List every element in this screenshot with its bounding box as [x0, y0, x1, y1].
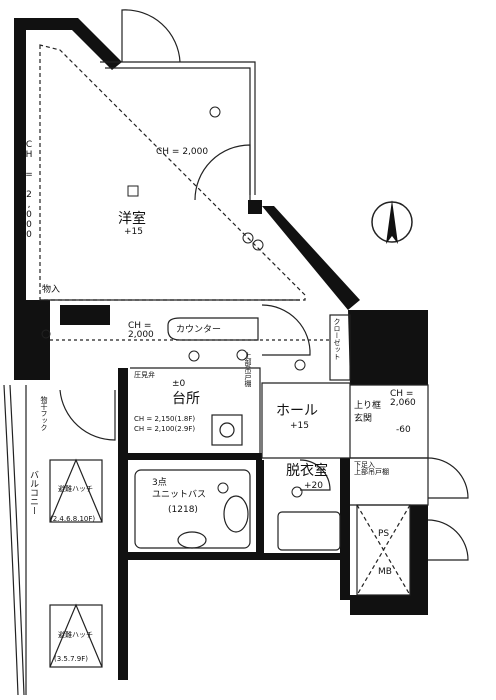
- ps-mb-box: [356, 504, 411, 596]
- toilet: [223, 495, 249, 533]
- door-arc-right: [194, 144, 251, 201]
- label-pressure-valve: 圧見弁: [134, 371, 155, 379]
- door-arc-entrance: [427, 457, 469, 499]
- room-level-entrance: -60: [396, 425, 411, 435]
- label-counter: カウンター: [176, 325, 222, 335]
- bath-size: (1218): [168, 505, 198, 515]
- wall-dressing-bottom: [264, 553, 350, 560]
- closet: [329, 314, 351, 381]
- room-name-bath: 3点 ユニットバス: [152, 478, 207, 500]
- wall-kitchen-left: [118, 368, 128, 453]
- room-name-kitchen: 台所: [172, 391, 200, 407]
- wall-ps-bottom: [350, 595, 428, 615]
- door-arc-ps: [427, 519, 469, 561]
- ceiling-height-entrance: CH = 2,060: [390, 389, 416, 408]
- door-arc-top: [121, 9, 181, 63]
- label-hatch-2: 避難ハッチ: [58, 631, 93, 639]
- room-level-hall: +15: [290, 421, 309, 431]
- wall-storage: [60, 305, 110, 325]
- ceiling-height-western-left: CH = 2,000: [24, 140, 34, 240]
- room-name-dressing: 脱衣室: [286, 463, 328, 479]
- room-dashed-boundary: [39, 44, 306, 301]
- kitchen-outline: [130, 367, 261, 453]
- ceiling-height-western: CH = 2,000: [156, 147, 209, 157]
- fixture-icons: [41, 106, 306, 498]
- label-mb: MB: [378, 567, 392, 577]
- wall-right-lower: [410, 505, 428, 615]
- label-shoe-box: 下足入 上部吊戸棚: [354, 461, 389, 476]
- wall-right-upper: [348, 310, 428, 385]
- label-ps: PS: [378, 529, 390, 539]
- wall-corner: [248, 200, 262, 214]
- wall-bath-right: [256, 460, 264, 560]
- balcony-curve-outer: [3, 384, 19, 696]
- wall-left-mid: [14, 300, 50, 380]
- door-arc-hall: [261, 304, 311, 356]
- walls: [14, 18, 428, 680]
- label-hatch-1-floors: (2.4.6.8.10F): [50, 515, 96, 523]
- room-top-edge-inner: [105, 67, 251, 195]
- label-hatch-1: 避難ハッチ: [58, 485, 93, 493]
- wall-bath-top: [118, 453, 262, 460]
- room-name-balcony: バルコニー: [28, 470, 38, 515]
- room-level-dressing: +20: [304, 481, 323, 491]
- ceiling-height-kitchen-1: CH = 2,150(1.8F): [134, 415, 196, 423]
- wall-bath-left: [118, 453, 128, 680]
- label-hatch-2-floors: (3.5.7.9F): [54, 655, 88, 663]
- room-name-hall: ホール: [276, 403, 318, 419]
- ceiling-height-kitchen-2: CH = 2,100(2.9F): [134, 425, 196, 433]
- outlet-icon: [127, 185, 139, 197]
- light-fixture-icon: [209, 106, 221, 118]
- room-name-entrance: 上り框 玄関: [354, 401, 382, 424]
- wall-top-left: [14, 18, 122, 305]
- compass-icon: [371, 200, 413, 244]
- counter: [167, 317, 259, 341]
- washbasin: [177, 531, 207, 549]
- label-laundry-hook: 物干フック: [40, 396, 48, 431]
- label-closet: クローゼット: [333, 318, 341, 360]
- wall-bath-bottom: [128, 552, 264, 560]
- thin-lines: [3, 9, 469, 696]
- label-storage: 物入: [42, 285, 61, 295]
- washing-machine-pan: [277, 511, 341, 551]
- wall-dressing-right: [340, 458, 350, 600]
- door-arc-balcony: [59, 389, 116, 441]
- room-top-edge: [100, 61, 256, 195]
- stove: [211, 414, 243, 446]
- label-upper-cabinet: 上部吊戸棚: [244, 352, 252, 387]
- room-level-western: +15: [124, 227, 143, 237]
- room-level-kitchen: ±0: [172, 379, 186, 389]
- room-name-western: 洋室: [118, 211, 146, 227]
- label-counter-ch: CH = 2,000: [128, 321, 154, 340]
- wall-diagonal: [262, 206, 360, 310]
